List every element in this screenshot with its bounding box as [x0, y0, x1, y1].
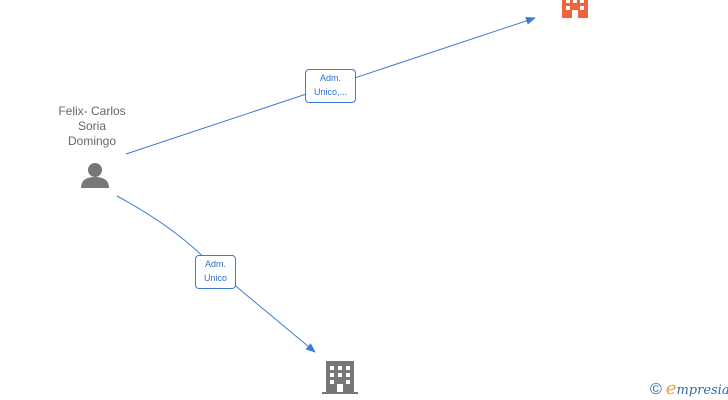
edge-label-line: Unico,...	[313, 87, 347, 97]
person-name-line: Domingo	[67, 134, 117, 148]
edge-label-line: Adm.	[319, 73, 341, 83]
building-icon[interactable]	[562, 0, 588, 18]
copyright-icon: ©	[650, 381, 662, 398]
person-icon[interactable]	[81, 163, 109, 188]
edge-label-line: Unico	[203, 273, 227, 283]
brand-initial: e	[665, 378, 677, 399]
edge-label-line: Adm.	[204, 259, 226, 269]
empresia-watermark: ©empresia	[650, 378, 728, 399]
brand-name: mpresia	[676, 383, 728, 398]
person-name[interactable]: Felix- Carlos Soria Domingo	[42, 104, 142, 149]
person-name-line: Soria	[77, 119, 106, 133]
edge-label-role[interactable]: Adm. Unico	[195, 255, 236, 289]
person-name-line: Felix- Carlos	[58, 104, 126, 118]
building-icon[interactable]	[322, 361, 358, 394]
edge-label-role[interactable]: Adm. Unico,...	[305, 69, 356, 103]
